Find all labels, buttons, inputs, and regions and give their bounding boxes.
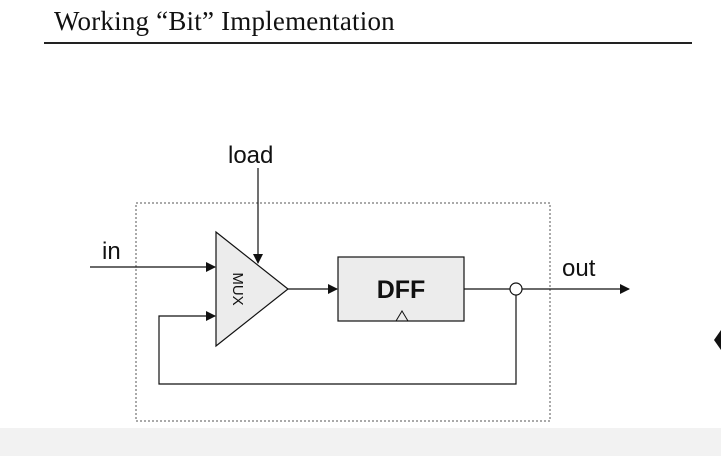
dff-label: DFF <box>377 276 426 304</box>
bottom-strip <box>0 428 721 456</box>
slide-title: Working “Bit” Implementation <box>54 6 395 36</box>
mux-label: MUX <box>229 272 246 305</box>
fanout-junction <box>509 282 523 296</box>
dff-block <box>337 256 465 322</box>
clock-input-icon <box>395 310 409 322</box>
in-label: in <box>102 238 121 265</box>
feedback-wire <box>158 295 517 385</box>
load-label: load <box>228 142 273 169</box>
cursor-arrow-icon <box>714 330 721 350</box>
mux-block <box>215 230 289 348</box>
title-underline <box>44 42 692 44</box>
out-label: out <box>562 255 596 282</box>
